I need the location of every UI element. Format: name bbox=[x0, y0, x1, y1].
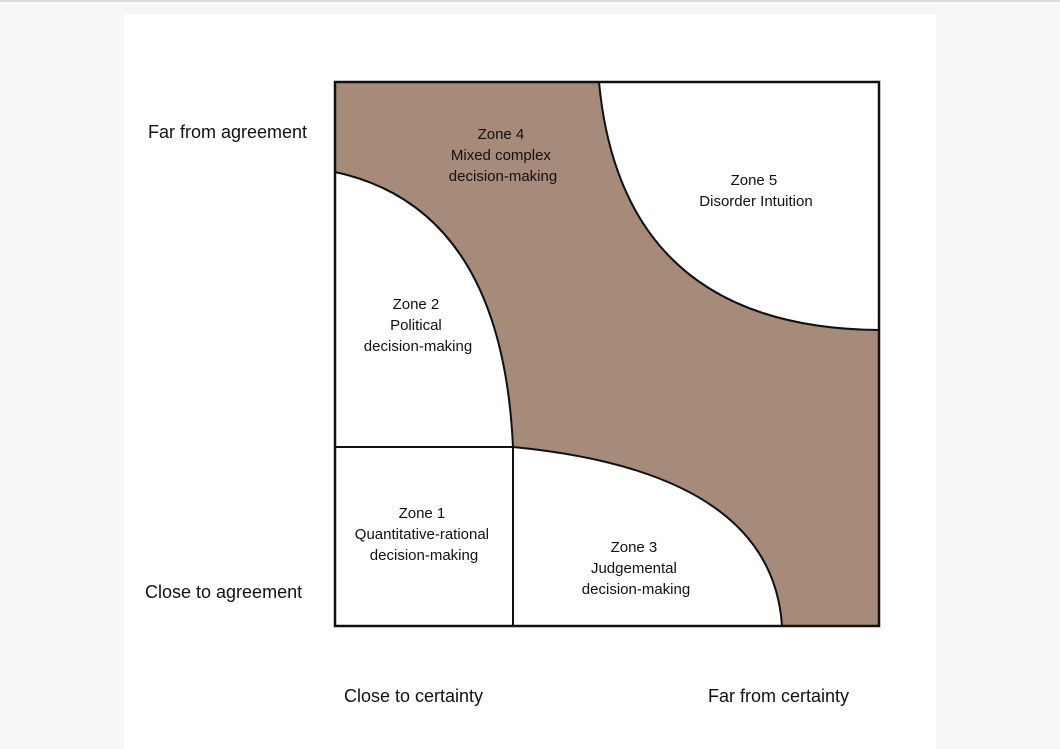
zone-4-line1: Mixed complex bbox=[451, 147, 552, 164]
zone-3-label: Zone 3 Judgemental decision-making bbox=[582, 539, 690, 598]
zone-1-line2: decision-making bbox=[370, 547, 478, 564]
top-border-rule bbox=[0, 0, 1060, 2]
zone-2-area bbox=[334, 170, 515, 448]
zone-5-title: Zone 5 bbox=[731, 172, 778, 189]
matrix-frame bbox=[333, 80, 881, 628]
zone-1-label: Zone 1 Quantitative-rational decision-ma… bbox=[355, 505, 493, 564]
zone-2-line1: Political bbox=[390, 317, 442, 334]
zone-4-line2: decision-making bbox=[449, 168, 557, 185]
zone-3-area bbox=[512, 445, 784, 627]
zone-2-title: Zone 2 bbox=[393, 296, 440, 313]
zone-1-line1: Quantitative-rational bbox=[355, 526, 489, 543]
zone-2-label: Zone 2 Political decision-making bbox=[364, 296, 472, 355]
zone-3-title: Zone 3 bbox=[611, 539, 658, 556]
zone-1-title: Zone 1 bbox=[399, 505, 446, 522]
zone-3-line2: decision-making bbox=[582, 581, 690, 598]
y-axis-top-label: Far from agreement bbox=[148, 122, 308, 142]
x-axis-right-label: Far from certainty bbox=[708, 686, 850, 706]
x-axis-left-label: Close to certainty bbox=[344, 686, 484, 706]
zone-5-area bbox=[597, 81, 880, 332]
zone-3-line1: Judgemental bbox=[591, 560, 677, 577]
zone-5-line1: Disorder Intuition bbox=[699, 193, 812, 210]
y-axis-bottom-label: Close to agreement bbox=[145, 582, 303, 602]
zone-4-title: Zone 4 bbox=[478, 126, 525, 143]
zone-4-label: Zone 4 Mixed complex decision-making bbox=[449, 126, 557, 185]
zone-5-label: Zone 5 Disorder Intuition bbox=[699, 172, 812, 210]
zone-2-line2: decision-making bbox=[364, 338, 472, 355]
